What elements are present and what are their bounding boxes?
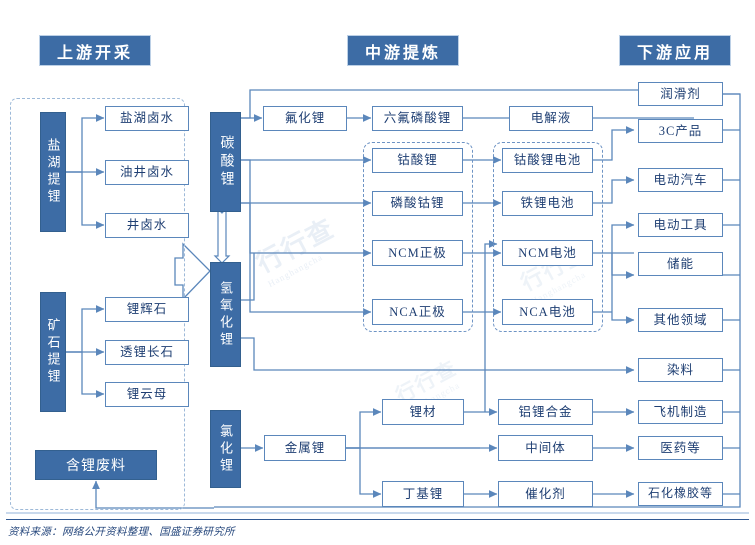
midstream-ncm-battery: NCM电池 [502,240,593,266]
downstream-ev: 电动汽车 [638,168,723,192]
midstream-ncm-cathode: NCM正极 [372,240,463,266]
downstream-storage: 储能 [638,252,723,276]
midstream-nca-cathode: NCA正极 [372,299,463,325]
upstream-item-spodumene: 锂辉石 [105,297,189,322]
footer-top-rule [6,512,749,514]
upstream-item-lithium-waste: 含锂废料 [35,450,157,480]
footer-rule [6,519,749,520]
downstream-power-tools: 电动工具 [638,213,723,237]
upstream-item-well-brine: 井卤水 [105,213,189,238]
midstream-lithium-hydroxide: 氢氧化锂 [210,262,241,367]
source-brine-extraction: 盐湖提锂 [40,112,66,232]
midstream-butyllithium: 丁基锂 [382,481,464,507]
upstream-item-oil-well-brine: 油井卤水 [105,160,189,185]
midstream-al-li-alloy: 铝锂合金 [498,399,593,425]
midstream-lco-battery: 钴酸锂电池 [502,148,593,173]
source-ore-extraction: 矿石提锂 [40,292,66,412]
midstream-lcp: 磷酸钴锂 [372,191,463,216]
downstream-dye: 染料 [638,358,723,382]
midstream-lithium-fluoride: 氟化锂 [263,106,347,131]
downstream-3c: 3C产品 [638,119,723,143]
midstream-intermediate: 中间体 [498,435,593,461]
midstream-nca-battery: NCA电池 [502,299,593,325]
header-midstream: 中游提炼 [348,36,458,65]
upstream-item-salt-lake-brine: 盐湖卤水 [105,106,189,131]
midstream-lithium-carbonate: 碳酸锂 [210,112,241,212]
cathode-dashed-group [363,142,473,332]
battery-dashed-group [493,142,603,332]
midstream-lco: 钴酸锂 [372,148,463,173]
header-upstream: 上游开采 [40,36,150,65]
downstream-petro-rubber: 石化橡胶等 [638,482,723,506]
midstream-catalyst: 催化剂 [498,481,593,507]
downstream-pharma: 医药等 [638,436,723,460]
downstream-other-fields: 其他领域 [638,308,723,332]
midstream-lithium-hexafluorophosphate: 六氟磷酸锂 [372,106,463,131]
downstream-aircraft: 飞机制造 [638,400,723,424]
downstream-lubricant: 润滑剂 [638,82,723,106]
source-note: 资料来源：网络公开资料整理、国盛证券研究所 [8,527,235,538]
midstream-lithium-material: 锂材 [382,399,464,425]
midstream-lithium-metal: 金属锂 [264,435,346,461]
midstream-lfp-battery: 铁锂电池 [502,191,593,216]
upstream-item-petalite: 透锂长石 [105,340,189,365]
midstream-electrolyte: 电解液 [509,106,593,131]
upstream-item-lepidolite: 锂云母 [105,382,189,407]
midstream-lithium-chloride: 氯化锂 [210,410,241,488]
header-downstream: 下游应用 [620,36,730,65]
